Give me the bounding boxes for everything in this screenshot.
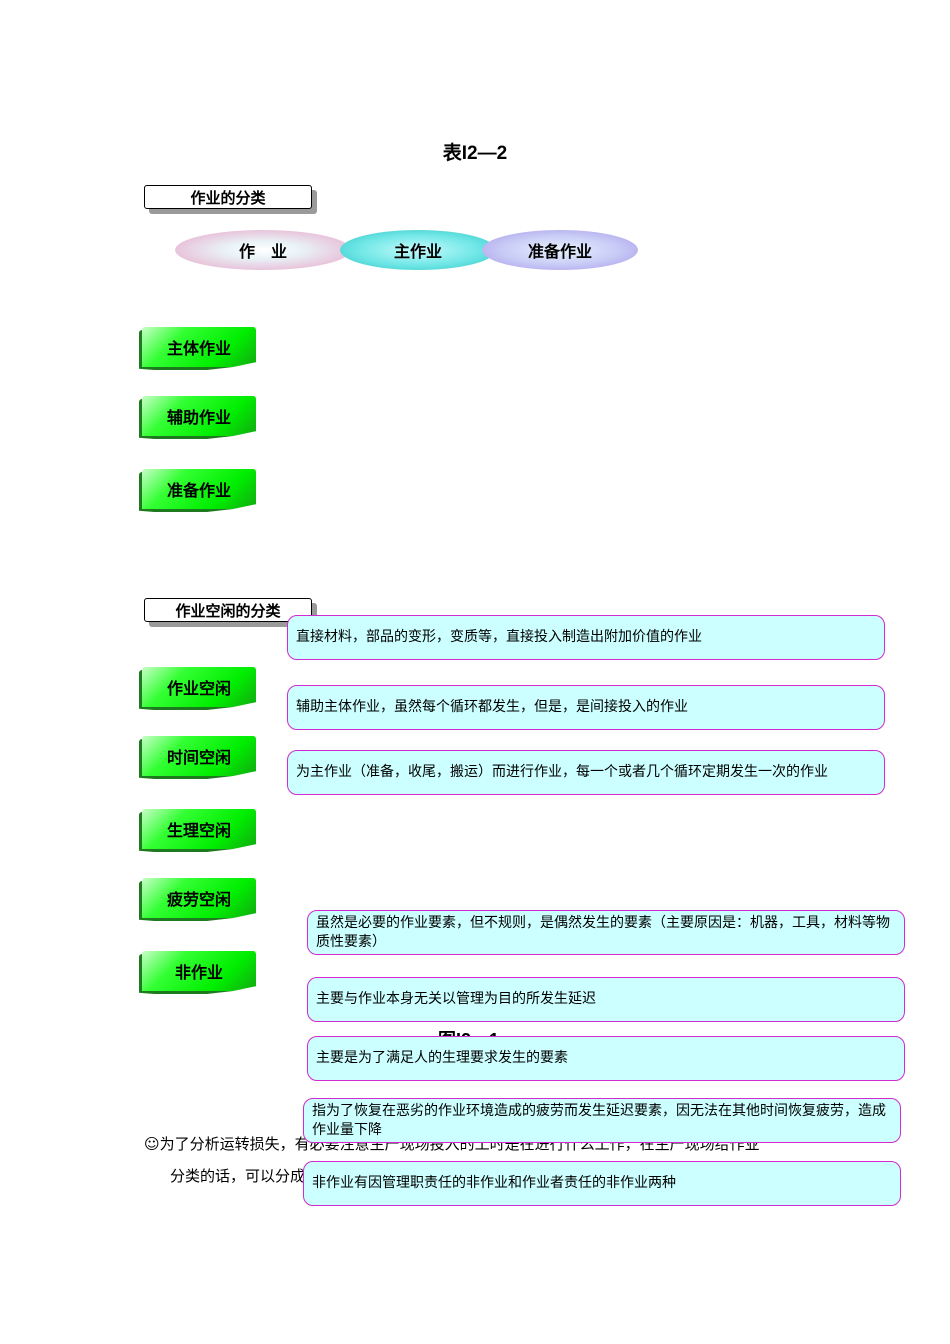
note-text: 主要是为了满足人的生理要求发生的要素 [316,1050,568,1066]
note-auxiliary-work: 辅助主体作业，虽然每个循环都发生，但是，是间接投入的作业 [287,685,885,730]
note-text: 非作业有因管理职责任的非作业和作业者责任的非作业两种 [312,1175,676,1191]
note-non-work: 非作业有因管理职责任的非作业和作业者责任的非作业两种 [303,1161,901,1206]
note-preparation-work: 为主作业（准备，收尾，搬运）而进行作业，每一个或者几个循环定期发生一次的作业 [287,750,885,795]
note-main-body-work: 直接材料，部品的变形，变质等，直接投入制造出附加价值的作业 [287,615,885,660]
page-title: 表I2—2 [442,143,508,164]
button-non-work[interactable]: 非作业 [142,951,256,991]
note-text: 为主作业（准备，收尾，搬运）而进行作业，每一个或者几个循环定期发生一次的作业 [296,764,828,780]
note-text: 辅助主体作业，虽然每个循环都发生，但是，是间接投入的作业 [296,699,688,715]
note-text: 直接材料，部品的变形，变质等，直接投入制造出附加价值的作业 [296,629,702,645]
paragraph-line-2: 分类的话，可以分成 [170,1167,306,1185]
note-time-idle: 主要与作业本身无关以管理为目的所发生延迟 [307,977,905,1022]
note-text: 指为了恢复在恶劣的作业环境造成的疲劳而发生延迟要素，因无法在其他时间恢复疲劳，造… [312,1102,886,1138]
oval-work: 作 业 [175,230,351,270]
note-text: 主要与作业本身无关以管理为目的所发生延迟 [316,991,596,1007]
section-label-work-classification: 作业的分类 [144,185,312,209]
button-auxiliary-work[interactable]: 辅助作业 [142,396,256,436]
note-work-idle: 虽然是必要的作业要素，但不规则，是偶然发生的要素（主要原因是：机器，工具，材料等… [307,910,905,955]
note-physiological-idle: 主要是为了满足人的生理要求发生的要素 [307,1036,905,1081]
oval-preparation-work: 准备作业 [482,230,638,270]
button-main-body-work[interactable]: 主体作业 [142,327,256,367]
button-work-idle[interactable]: 作业空闲 [142,667,256,707]
button-preparation-work[interactable]: 准备作业 [142,469,256,509]
section-label-idle-classification: 作业空闲的分类 [144,598,312,622]
button-fatigue-idle[interactable]: 疲劳空闲 [142,878,256,918]
button-physiological-idle[interactable]: 生理空闲 [142,809,256,849]
note-fatigue-idle: 指为了恢复在恶劣的作业环境造成的疲劳而发生延迟要素，因无法在其他时间恢复疲劳，造… [303,1098,901,1143]
figure-caption: 图I2—1 [438,1030,500,1040]
button-time-idle[interactable]: 时间空闲 [142,736,256,776]
oval-main-work: 主作业 [340,230,496,270]
note-text: 虽然是必要的作业要素，但不规则，是偶然发生的要素（主要原因是：机器，工具，材料等… [316,914,890,950]
